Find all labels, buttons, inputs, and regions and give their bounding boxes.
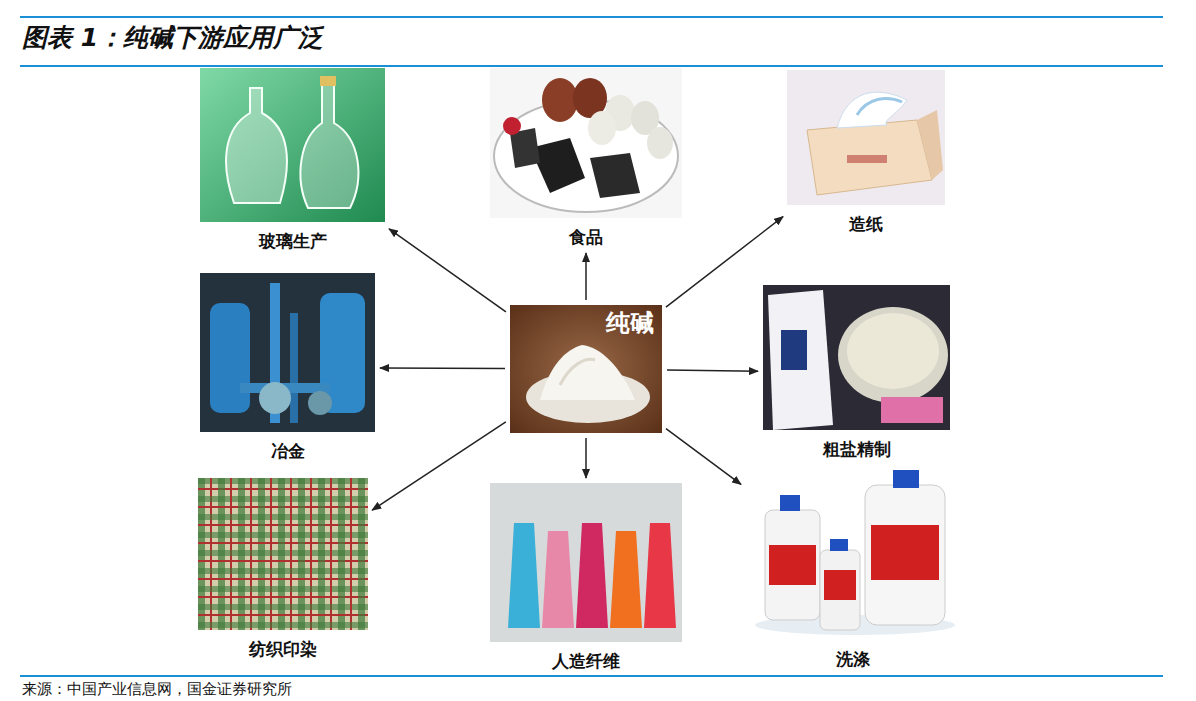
photo-detail	[745, 465, 960, 640]
photo-detail	[830, 539, 848, 551]
application-node: 造纸	[787, 70, 945, 235]
photo-detail	[200, 68, 385, 222]
photo-detail	[320, 76, 336, 86]
photo-detail	[358, 478, 365, 630]
arrow-connector	[666, 429, 741, 485]
node-label: 造纸	[787, 213, 945, 235]
photo-detail	[530, 138, 585, 193]
application-node: 洗涤	[745, 465, 960, 670]
arrow-connector	[667, 370, 758, 371]
photo-detail	[350, 478, 352, 630]
arrow-connector	[372, 422, 506, 510]
center-label: 纯碱	[510, 305, 662, 337]
source-caption: 来源：中国产业信息网，国金证券研究所	[22, 680, 292, 699]
photo-detail	[508, 523, 540, 628]
photo-detail	[765, 510, 820, 620]
photo-illustration	[490, 483, 682, 642]
photo-detail	[210, 303, 250, 413]
arrow-connector	[585, 253, 587, 300]
photo-detail	[542, 78, 578, 122]
node-label: 冶金	[200, 440, 375, 462]
photo-detail	[824, 570, 856, 600]
photo-detail	[308, 391, 332, 415]
figure-title: 图表 1：纯碱下游应用广泛	[22, 22, 323, 54]
photo-illustration	[198, 478, 368, 630]
photo-detail	[768, 290, 833, 430]
photo-detail	[647, 127, 673, 159]
application-node: 玻璃生产	[200, 68, 385, 252]
photo-detail	[590, 153, 640, 198]
top-rule	[20, 16, 1163, 18]
photo-detail	[769, 545, 816, 585]
photo-detail	[490, 483, 682, 642]
node-label: 食品	[490, 226, 682, 248]
photo-detail	[588, 111, 616, 145]
photo-detail	[644, 523, 676, 628]
node-label: 玻璃生产	[200, 230, 385, 252]
node-label: 洗涤	[745, 648, 960, 670]
node-label: 纺织印染	[198, 638, 368, 660]
photo-detail	[542, 531, 574, 628]
photo-detail	[300, 83, 358, 208]
photo-detail	[787, 70, 945, 205]
photo-detail	[781, 330, 807, 370]
photo-detail	[290, 313, 298, 423]
photo-detail	[198, 604, 368, 610]
photo-illustration	[787, 70, 945, 205]
application-node: 食品	[490, 68, 682, 248]
photo-detail	[510, 305, 662, 433]
photo-detail	[847, 313, 939, 389]
photo-illustration	[200, 273, 375, 432]
photo-detail	[200, 273, 375, 432]
application-node: 纺织印染	[198, 478, 368, 660]
photo-detail	[837, 92, 907, 128]
photo-detail	[576, 523, 608, 628]
photo-detail	[226, 88, 287, 203]
photo-detail	[881, 397, 943, 423]
photo-detail	[820, 550, 860, 630]
photo-detail	[560, 359, 595, 385]
center-photo-node: 纯碱	[510, 305, 662, 433]
photo-detail	[198, 614, 368, 616]
arrow-connector	[380, 367, 505, 369]
photo-detail	[847, 155, 887, 163]
photo-detail	[838, 307, 948, 403]
photo-detail	[198, 622, 368, 628]
photo-detail	[857, 98, 902, 115]
photo-detail	[540, 345, 635, 400]
bottom-rule	[20, 675, 1163, 677]
photo-detail	[807, 120, 932, 195]
photo-detail	[198, 478, 368, 630]
photo-detail	[893, 470, 919, 488]
photo-detail	[490, 68, 682, 218]
arrow-connector	[389, 229, 506, 312]
application-node: 粗盐精制	[763, 285, 950, 460]
photo-detail	[763, 285, 950, 430]
photo-detail	[503, 117, 521, 135]
title-rule	[20, 65, 1163, 67]
photo-detail	[871, 525, 939, 580]
application-node: 人造纤维	[490, 483, 682, 672]
photo-illustration	[745, 465, 960, 640]
photo-illustration	[490, 68, 682, 218]
node-label: 粗盐精制	[763, 438, 950, 460]
photo-detail	[865, 485, 945, 625]
node-label: 人造纤维	[490, 650, 682, 672]
application-node: 冶金	[200, 273, 375, 462]
photo-detail	[780, 495, 800, 511]
photo-detail	[610, 531, 642, 628]
photo-detail	[917, 110, 943, 180]
arrow-connector	[585, 438, 587, 478]
photo-illustration	[200, 68, 385, 222]
photo-illustration	[763, 285, 950, 430]
photo-detail	[259, 382, 291, 414]
